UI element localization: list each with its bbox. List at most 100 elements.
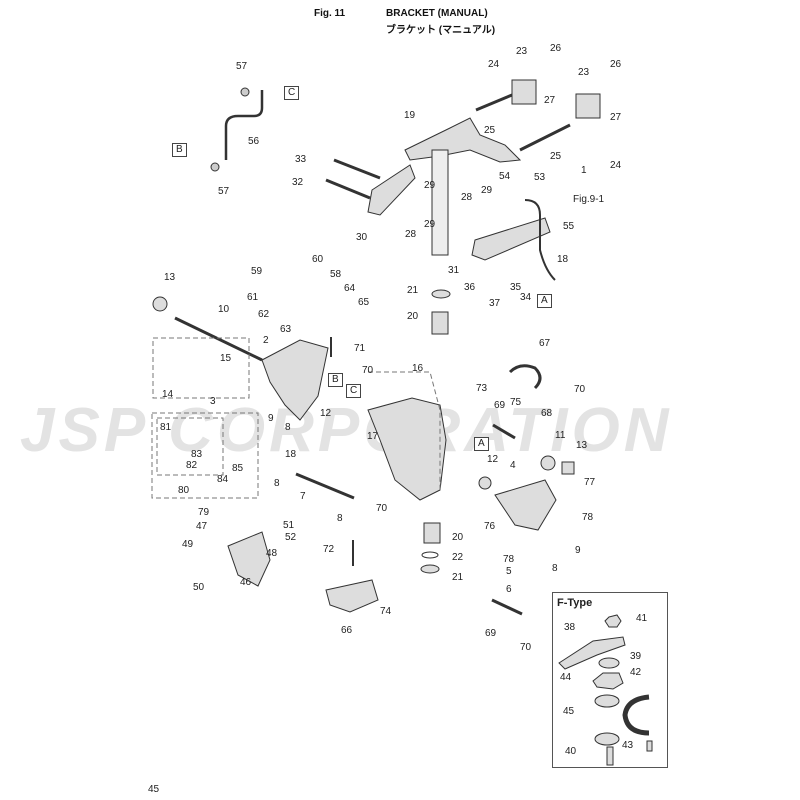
callout-32: 32 xyxy=(292,177,304,188)
bolt-57-bottom xyxy=(210,162,220,172)
ref-box-c[interactable]: C xyxy=(284,86,300,100)
washer-45-top xyxy=(594,694,620,708)
shaft xyxy=(431,149,449,256)
ref-box-a[interactable]: A xyxy=(474,437,489,451)
callout-41: 41 xyxy=(636,613,648,624)
callout-34: 34 xyxy=(520,292,532,303)
callout-8: 8 xyxy=(552,563,558,574)
lever-67 xyxy=(508,364,542,390)
callout-36: 36 xyxy=(464,282,476,293)
callout-50: 50 xyxy=(193,582,205,593)
callout-21: 21 xyxy=(407,285,419,296)
callout-80: 80 xyxy=(178,485,190,496)
callout-76: 76 xyxy=(484,521,496,532)
callout-55: 55 xyxy=(563,221,575,232)
callout-8: 8 xyxy=(337,513,343,524)
callout-15: 15 xyxy=(220,353,232,364)
lever-38 xyxy=(558,636,626,670)
callout-56: 56 xyxy=(248,136,260,147)
cable-55 xyxy=(524,199,556,281)
ref-box-c[interactable]: C xyxy=(346,384,362,398)
page-number: 45 xyxy=(148,784,160,795)
callout-51: 51 xyxy=(283,520,295,531)
clamp-bracket-4 xyxy=(494,479,557,531)
callout-19: 19 xyxy=(404,110,416,121)
ref-box-b[interactable]: B xyxy=(172,143,187,157)
callout-49: 49 xyxy=(182,539,194,550)
callout-45: 45 xyxy=(563,706,575,717)
block-23-a xyxy=(511,79,537,105)
callout-3: 3 xyxy=(210,396,216,407)
callout-47: 47 xyxy=(196,521,208,532)
fig-reference[interactable]: Fig.9-1 xyxy=(573,194,605,205)
callout-69: 69 xyxy=(494,400,506,411)
nut-41 xyxy=(604,614,622,628)
callout-8: 8 xyxy=(274,478,280,489)
callout-74: 74 xyxy=(380,606,392,617)
washer-22 xyxy=(421,551,439,559)
callout-43: 43 xyxy=(622,740,634,751)
callout-26: 26 xyxy=(550,43,562,54)
ref-box-a[interactable]: A xyxy=(537,294,552,308)
rod-69-bottom xyxy=(491,598,523,616)
callout-28: 28 xyxy=(461,192,473,203)
bolt-57-top xyxy=(240,87,250,97)
ref-box-b[interactable]: B xyxy=(328,373,343,387)
ftype-title: F-Type xyxy=(557,597,593,609)
callout-13: 13 xyxy=(164,272,176,283)
callout-9: 9 xyxy=(575,545,581,556)
group-box-14 xyxy=(152,337,250,399)
callout-63: 63 xyxy=(280,324,292,335)
callout-61: 61 xyxy=(247,292,259,303)
callout-62: 62 xyxy=(258,309,270,320)
callout-57: 57 xyxy=(236,61,248,72)
rod-7 xyxy=(295,472,355,500)
clamp-bracket-2 xyxy=(261,339,329,421)
plate-44 xyxy=(592,672,624,690)
callout-68: 68 xyxy=(541,408,553,419)
callout-20: 20 xyxy=(452,532,464,543)
callout-27: 27 xyxy=(610,112,622,123)
callout-12: 12 xyxy=(320,408,332,419)
callout-29: 29 xyxy=(424,219,436,230)
group-box-16 xyxy=(368,371,441,490)
callout-66: 66 xyxy=(341,625,353,636)
callout-78: 78 xyxy=(582,512,594,523)
callout-27: 27 xyxy=(544,95,556,106)
callout-22: 22 xyxy=(452,552,464,563)
callout-79: 79 xyxy=(198,507,210,518)
callout-4: 4 xyxy=(510,460,516,471)
callout-75: 75 xyxy=(510,397,522,408)
callout-64: 64 xyxy=(344,283,356,294)
callout-17: 17 xyxy=(367,431,379,442)
callout-70: 70 xyxy=(362,365,374,376)
callout-60: 60 xyxy=(312,254,324,265)
callout-67: 67 xyxy=(539,338,551,349)
callout-2: 2 xyxy=(263,335,269,346)
callout-28: 28 xyxy=(405,229,417,240)
callout-25: 25 xyxy=(550,151,562,162)
ftype-drawing xyxy=(558,614,653,766)
callout-11: 11 xyxy=(555,430,566,441)
callout-24: 24 xyxy=(610,160,622,171)
callout-25: 25 xyxy=(484,125,496,136)
callout-42: 42 xyxy=(630,667,642,678)
callout-37: 37 xyxy=(489,298,501,309)
figure-number: Fig. 11 xyxy=(314,8,346,19)
callout-38: 38 xyxy=(564,622,576,633)
group-box-79 xyxy=(151,412,259,499)
callout-65: 65 xyxy=(358,297,370,308)
callout-69: 69 xyxy=(485,628,497,639)
callout-57: 57 xyxy=(218,186,230,197)
callout-52: 52 xyxy=(285,532,297,543)
callout-72: 72 xyxy=(323,544,335,555)
callout-78: 78 xyxy=(503,554,515,565)
bushing-11 xyxy=(540,455,556,471)
callout-33: 33 xyxy=(295,154,307,165)
callout-26: 26 xyxy=(610,59,622,70)
diagram-title-jp: ブラケット (マニュアル) xyxy=(386,25,496,36)
callout-7: 7 xyxy=(300,491,306,502)
part-31 xyxy=(471,217,551,261)
